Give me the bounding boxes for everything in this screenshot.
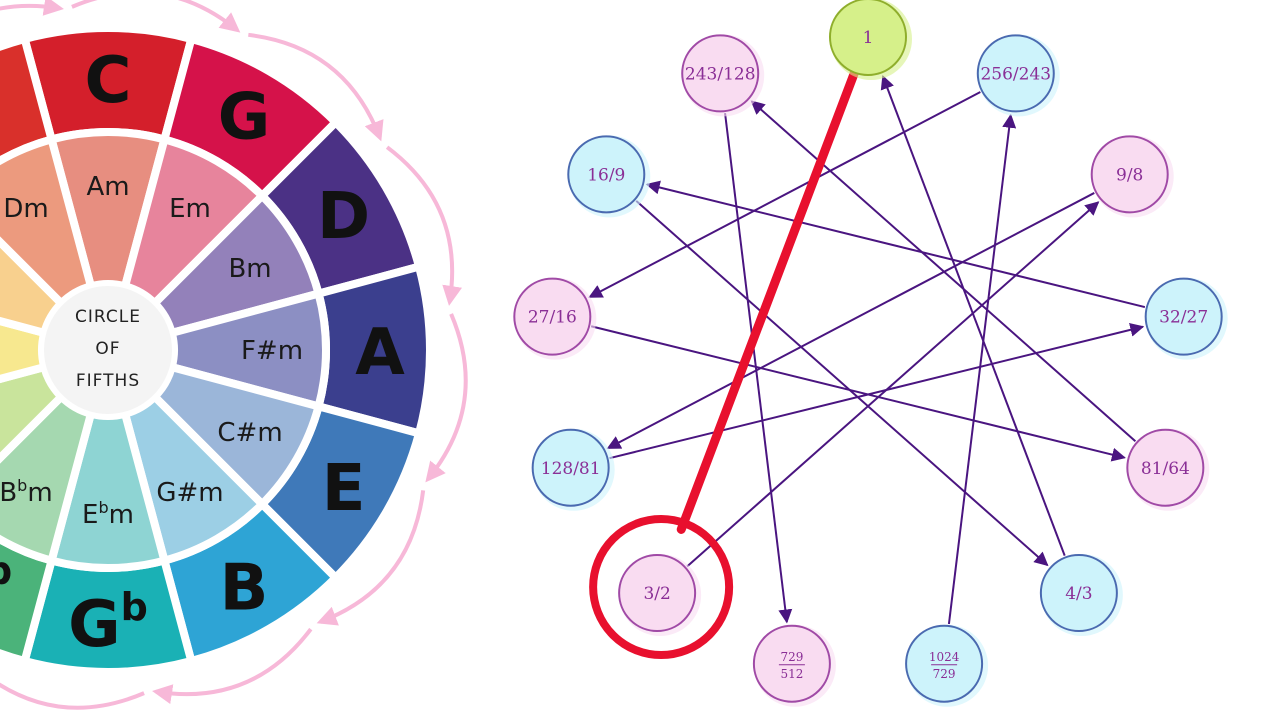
ratio-nodes: 1256/2439/832/2781/644/310247297295123/2…	[513, 0, 1228, 707]
node-label: 4/3	[1065, 584, 1092, 604]
major-key-label: Gb	[68, 585, 148, 662]
arrow-n128_81-to-n32_27	[609, 322, 1145, 460]
minor-key-label: Ebm	[82, 498, 134, 530]
node-label: 1	[863, 28, 874, 48]
curved-arrow	[71, 0, 241, 33]
arrow-n243_128-to-n729_512	[724, 113, 793, 624]
major-key-label: G	[218, 80, 271, 154]
wheel-center	[40, 282, 176, 418]
node-circle	[1090, 135, 1169, 214]
minor-key-label: Am	[86, 172, 129, 202]
arrow-n4_3-to-n1	[880, 74, 1066, 556]
circle-of-fifths-wheel: CAmGEmDBmAF#mEC#mBG#mGbEbmDbBbmAbFmEbCmB…	[0, 24, 434, 676]
major-key-label: C	[85, 44, 132, 118]
major-key-label: D	[317, 180, 370, 254]
ratio-node-n3_2: 3/2	[618, 554, 702, 637]
ratio-node-n32_27: 32/27	[1144, 277, 1228, 360]
center-label-line-2: OF	[95, 339, 120, 359]
minor-key-label: Em	[169, 194, 211, 224]
wheel-curved-arrows	[0, 0, 468, 710]
node-label: 128/81	[541, 459, 601, 479]
curved-arrow	[0, 682, 145, 710]
node-circle	[829, 0, 907, 76]
node-label: 9/8	[1116, 165, 1143, 185]
center-label-line-3: FIFTHS	[76, 371, 140, 391]
node-circle	[1144, 277, 1223, 356]
wheel-sector-12-outer	[0, 34, 57, 166]
ratio-arrows	[588, 74, 1146, 625]
node-label: 27/16	[528, 308, 577, 328]
ratio-node-n9_8: 9/8	[1090, 135, 1174, 218]
node-label: 16/9	[587, 165, 625, 185]
curved-arrow	[425, 313, 468, 483]
node-label: 243/128	[685, 64, 756, 84]
ratio-node-n1: 1	[829, 0, 912, 80]
ratio-node-n128_81: 128/81	[531, 428, 615, 511]
node-label: 32/27	[1159, 308, 1208, 328]
highlight-layer	[589, 66, 860, 660]
arrow-n32_27-to-n16_9	[645, 180, 1146, 309]
node-label-denominator: 512	[780, 667, 803, 681]
minor-key-label: Bm	[228, 254, 271, 284]
arrow-n3_2-to-n9_8	[686, 201, 1100, 568]
major-key-label: E	[322, 452, 366, 526]
node-label-numerator: 729	[780, 650, 803, 664]
ratio-node-n243_128: 243/128	[681, 34, 765, 117]
arrow-n16_9-to-n4_3	[635, 200, 1049, 567]
node-label-denominator: 729	[933, 667, 956, 681]
node-circle	[531, 428, 610, 507]
minor-key-label: G#m	[156, 478, 223, 508]
arrow-n9_8-to-n128_81	[606, 192, 1095, 450]
minor-key-label: Dm	[3, 194, 48, 224]
ratio-node-n16_9: 16/9	[567, 135, 651, 218]
major-key-label: A	[355, 316, 405, 390]
ratio-node-n81_64: 81/64	[1126, 428, 1210, 511]
node-label: 3/2	[643, 584, 670, 604]
node-label-numerator: 1024	[929, 650, 960, 664]
node-label: 256/243	[980, 64, 1051, 84]
node-circle	[618, 554, 697, 633]
node-circle	[1039, 554, 1118, 633]
curved-arrow	[316, 490, 426, 626]
major-key-label: B	[220, 552, 269, 626]
arrow-n27_16-to-n81_64	[590, 325, 1126, 462]
highlight-ring	[589, 515, 734, 660]
ratio-node-n27_16: 27/16	[513, 277, 597, 360]
curved-arrow	[0, 0, 64, 16]
node-circle	[513, 277, 592, 356]
node-circle	[976, 34, 1055, 113]
arrow-n256_243-to-n27_16	[588, 91, 981, 299]
node-circle	[905, 624, 984, 703]
ratio-node-n256_243: 256/243	[976, 34, 1060, 117]
minor-key-label: F#m	[241, 336, 303, 366]
node-circle	[681, 34, 760, 113]
curved-arrow	[248, 32, 384, 142]
node-circle	[1126, 428, 1205, 507]
arrow-n1024_729-to-n256_243	[947, 113, 1017, 625]
curved-arrow	[152, 627, 313, 705]
curved-arrow	[385, 145, 463, 306]
node-label: 81/64	[1141, 459, 1190, 479]
center-label-line-1: CIRCLE	[75, 307, 141, 327]
minor-key-label: C#m	[217, 418, 282, 448]
ratio-node-n1024_729: 1024 729	[905, 624, 989, 707]
highlight-line	[676, 66, 860, 534]
ratio-node-n4_3: 4/3	[1039, 554, 1123, 637]
node-circle	[752, 624, 831, 703]
node-circle	[567, 135, 646, 214]
